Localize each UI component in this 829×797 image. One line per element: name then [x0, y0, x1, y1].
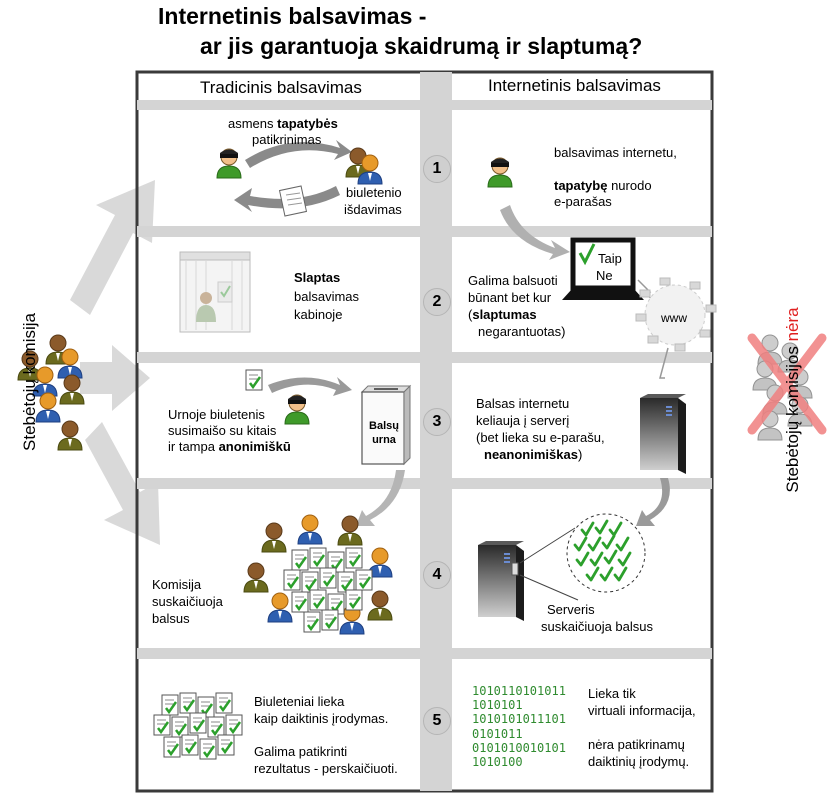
row1-traditional-top-text-2: patikrinimas: [252, 132, 322, 147]
row3-traditional-text-1: Urnoje biuletenis: [168, 407, 265, 422]
internet-cloud-icon: [635, 277, 717, 352]
row2-internet-text-3: (slaptumas: [468, 307, 537, 322]
row1-internet-text-1: balsavimas internetu,: [554, 145, 677, 160]
row3-internet-text-3: (bet lieka su e-parašu,: [476, 430, 605, 445]
row4-ballots: [282, 546, 374, 634]
row5-ballots: [152, 691, 244, 761]
binary-data: 1010110101011 1010101 1010101011101 0101…: [472, 684, 566, 770]
row3-arrow: [268, 377, 352, 396]
row2-internet-text-1: Galima balsuoti: [468, 273, 558, 288]
row2-traditional-text-2: balsavimas: [294, 289, 360, 304]
row5-traditional-text-1: Biuleteniai lieka: [254, 694, 345, 709]
row5-internet-text-2: virtuali informacija,: [588, 703, 696, 718]
row1-internet-arrow: [500, 205, 570, 260]
row4-arrow: [356, 470, 405, 526]
step-number-3: 3: [423, 408, 451, 436]
cross-icon: [747, 333, 827, 435]
ballot-paper-row1: [278, 185, 308, 217]
row4-traditional-text-1: Komisija: [152, 577, 202, 592]
ballot-box-icon: [360, 384, 412, 466]
row4-traditional-text-3: balsus: [152, 611, 190, 626]
laptop-screen-no: Ne: [596, 268, 613, 283]
row3-internet-text-2: keliauja į serverį: [476, 413, 570, 428]
row3-internet-text-4: neanonimiškas): [484, 447, 583, 462]
observers-label: Stebėtojų komisija: [20, 313, 39, 451]
ballot-box-label-2: urna: [372, 434, 396, 446]
row1-traditional-bottom-text: biuletenio: [346, 185, 402, 200]
row2-traditional-text-3: kabinoje: [294, 307, 343, 322]
step-number-4: 4: [423, 561, 451, 589]
cloud-www-label: www: [661, 311, 687, 325]
column-header-traditional: Tradicinis balsavimas: [200, 78, 362, 97]
observer-arrows: [70, 180, 160, 545]
row5-traditional-text-3: Galima patikrinti: [254, 744, 348, 759]
page-title-line2: ar jis garantuoja skaidrumą ir slaptumą?: [200, 33, 643, 59]
laptop-icon: [562, 237, 644, 300]
row3-traditional-text-3: ir tampa anonimiškū: [168, 439, 291, 454]
no-observers-label: Stebėtojų komisijos nėra: [783, 307, 802, 493]
row5-traditional-text-2: kaip daiktinis įrodymas.: [254, 711, 389, 726]
step-number-2: 2: [423, 288, 451, 316]
row1-traditional-top-text: asmens tapatybės: [228, 116, 338, 131]
row1-internet-text-2: tapatybę nurodo: [554, 178, 652, 193]
row5-traditional-text-4: rezultatus - perskaičiuoti.: [254, 761, 398, 776]
row4-internet-arrow: [636, 478, 670, 526]
row3-internet-text-1: Balsas internetu: [476, 396, 570, 411]
row5-internet-text-3: nėra patikrinamų: [588, 737, 685, 752]
page-title-line1: Internetinis balsavimas -: [158, 3, 427, 29]
row2-internet-text-4: negarantuotas): [478, 324, 566, 339]
step-number-1: 1: [423, 155, 451, 183]
row2-traditional-text-1: Slaptas: [294, 270, 341, 285]
row4-internet-text-1: Serveris: [547, 602, 595, 617]
row4-traditional-text-2: suskaičiuoja: [152, 594, 223, 609]
row5-internet-text-4: daiktinių įrodymų.: [588, 754, 690, 769]
row2-internet-text-2: būnant bet kur: [468, 290, 552, 305]
row1-traditional-bottom-text-2: išdavimas: [344, 202, 402, 217]
ballot-box-label-1: Balsų: [369, 420, 399, 432]
row3-traditional-text-2: susimaišo su kitais: [168, 423, 277, 438]
step-number-5: 5: [423, 707, 451, 735]
laptop-screen-yes: Taip: [598, 251, 622, 266]
row1-internet-text-3: e-parašas: [554, 194, 612, 209]
row5-internet-text-1: Lieka tik: [588, 686, 636, 701]
column-header-internet: Internetinis balsavimas: [488, 76, 661, 95]
row4-internet-text-2: suskaičiuoja balsus: [541, 619, 654, 634]
voting-booth-icon: [179, 251, 251, 333]
